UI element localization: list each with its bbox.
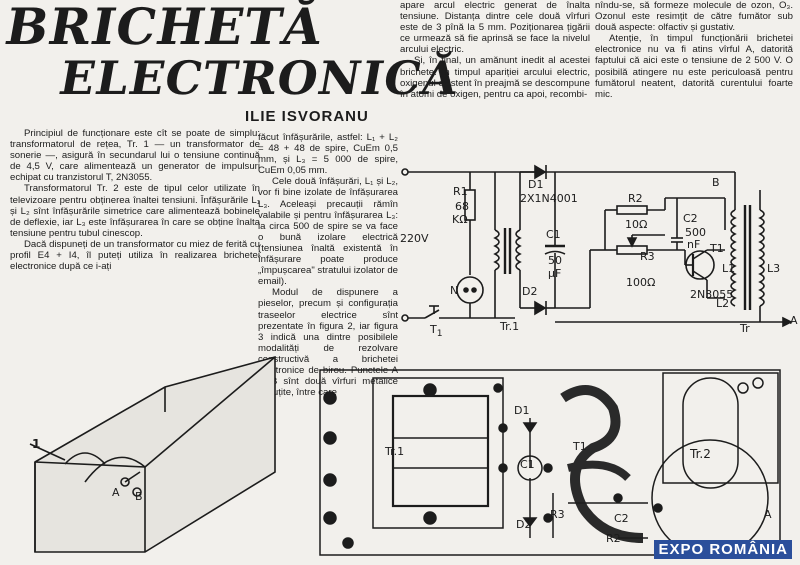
- pcb-tr2-label: Tr.2: [690, 447, 711, 461]
- d1-type: 2X1N4001: [520, 192, 578, 205]
- point-b-label: B: [712, 176, 720, 189]
- c1-value: 50: [548, 254, 562, 267]
- voltage-label: 220V: [400, 232, 429, 245]
- c1-unit: μF: [548, 267, 562, 280]
- lighter-body-drawing: [29, 355, 276, 553]
- pcb-c2-label: C2: [614, 512, 629, 525]
- text-column-3: apare arcul electric generat de înalta t…: [400, 0, 590, 100]
- paragraph: Și, în final, un amănunt inedit al acest…: [400, 55, 590, 100]
- pcb-t1-label: T1: [573, 440, 587, 453]
- paragraph: nîndu-se, să formeze molecule de ozon, O…: [595, 0, 793, 34]
- transistor-type: 2N3055: [690, 288, 734, 301]
- pcb-a-label: A: [764, 508, 772, 521]
- paragraph: Transformatorul Tr. 2 este de tipul celo…: [10, 183, 260, 239]
- c2-unit: nF: [687, 238, 701, 251]
- r3-value: 100Ω: [626, 276, 656, 289]
- paragraph: făcut înfășurările, astfel: L₁ + L₂ = 48…: [258, 132, 398, 177]
- l2-label: L2: [716, 297, 730, 310]
- pcb-c1-label: C1: [520, 458, 535, 471]
- r1-value: 68: [455, 200, 469, 213]
- pcb-layout: [319, 369, 781, 557]
- c2-label: C2: [683, 212, 698, 225]
- paragraph: Atenție, în timpul funcționării brichete…: [595, 33, 793, 100]
- t1-label: T1: [710, 242, 724, 255]
- paragraph: apare arcul electric generat de înalta t…: [400, 0, 590, 56]
- figure3-point-b: B: [135, 490, 143, 503]
- paragraph: Cele două înfășurări, L₁ și L₂, vor fi b…: [258, 176, 398, 288]
- tr-label: Tr: [740, 322, 750, 335]
- l1-label: L1: [722, 262, 736, 275]
- r1-unit: KΩ: [452, 213, 468, 226]
- tr1-label: Tr.1: [500, 320, 520, 333]
- pcb-r3-label: R3: [550, 508, 565, 521]
- point-a-label: A: [790, 314, 798, 327]
- pcb-r2-label: R2: [606, 532, 621, 545]
- switch-label: T1: [430, 323, 443, 340]
- circuit-schematic: [401, 164, 793, 328]
- figure3-point-a: A: [112, 486, 120, 499]
- paragraph: Dacă dispuneți de un transformator cu mi…: [10, 238, 260, 273]
- author-name: ILIE ISVORANU: [245, 108, 369, 125]
- r3-label: R3: [640, 250, 655, 263]
- r1-label: R1: [453, 185, 468, 198]
- pcb-tr1-label: Tr.1: [385, 445, 405, 458]
- article-title-line1: BRICHETĂ: [0, 0, 328, 56]
- pcb-d1-label: D1: [514, 404, 530, 417]
- pcb-d2-label: D2: [516, 518, 532, 531]
- text-column-4: nîndu-se, să formeze molecule de ozon, O…: [595, 0, 793, 100]
- watermark-logo: EXPO ROMÂNIA: [654, 540, 792, 559]
- neon-label: N: [450, 284, 459, 297]
- r2-value: 10Ω: [625, 218, 648, 231]
- l3-label: L3: [767, 262, 781, 275]
- r2-label: R2: [628, 192, 643, 205]
- text-column-1: Principiul de funcționare este cît se po…: [10, 128, 260, 272]
- text-column-2: făcut înfășurările, astfel: L₁ + L₂ = 48…: [258, 132, 398, 398]
- c1-label: C1: [546, 228, 561, 241]
- d1-label: D1: [528, 178, 544, 191]
- paragraph: Principiul de funcționare este cît se po…: [10, 128, 260, 184]
- c2-value: 500: [685, 226, 706, 239]
- figure3-label-1: 1: [32, 437, 41, 451]
- d2-label: D2: [522, 285, 538, 298]
